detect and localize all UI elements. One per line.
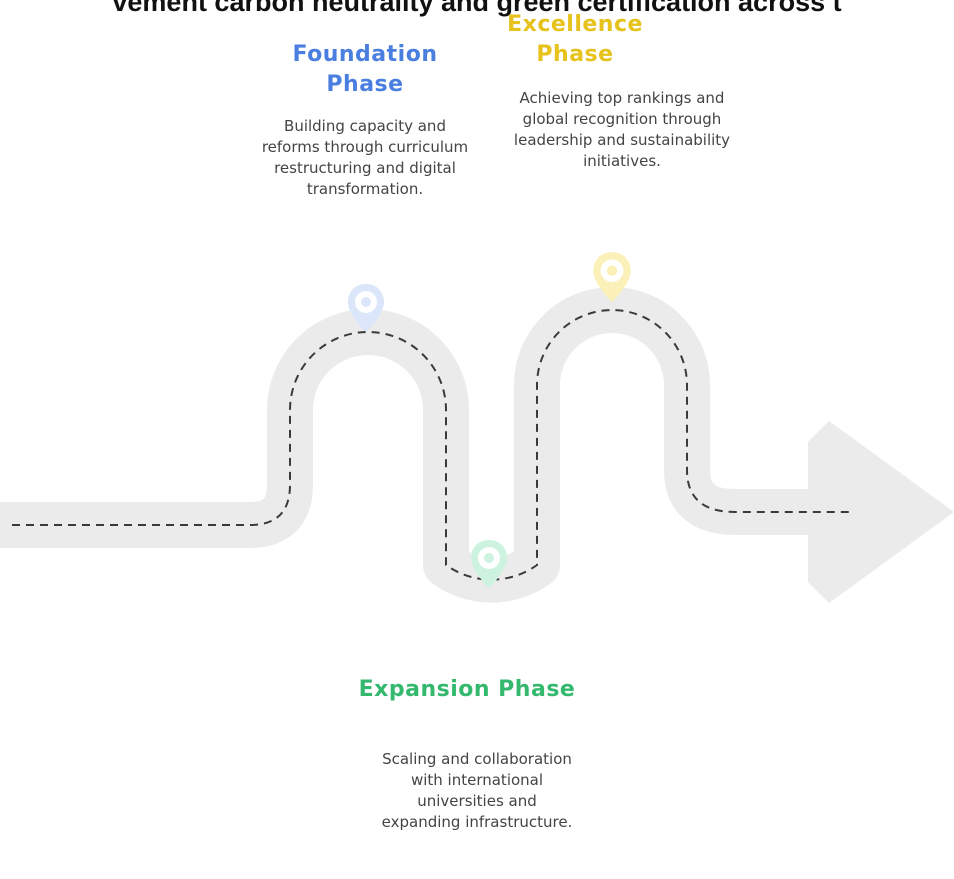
expansion-phase-title: Expansion Phase (358, 677, 576, 702)
road-band (0, 287, 840, 603)
foundation-phase-title: Foundation Phase (292, 42, 438, 97)
excellence-phase-description: Achieving top rankings and global recogn… (513, 89, 731, 170)
excellence-map-pin-icon (593, 252, 631, 302)
expansion-phase-description: Scaling and collaboration with internati… (381, 750, 573, 831)
expansion-map-pin-icon (471, 540, 507, 588)
excellence-phase-title: Excellence Phase (507, 12, 643, 67)
road-arrowhead-icon (808, 421, 954, 603)
foundation-phase-description: Building capacity and reforms through cu… (261, 117, 469, 198)
foundation-map-pin-icon (348, 284, 384, 332)
diagram-title: vement carbon neutrality and green certi… (112, 0, 842, 17)
